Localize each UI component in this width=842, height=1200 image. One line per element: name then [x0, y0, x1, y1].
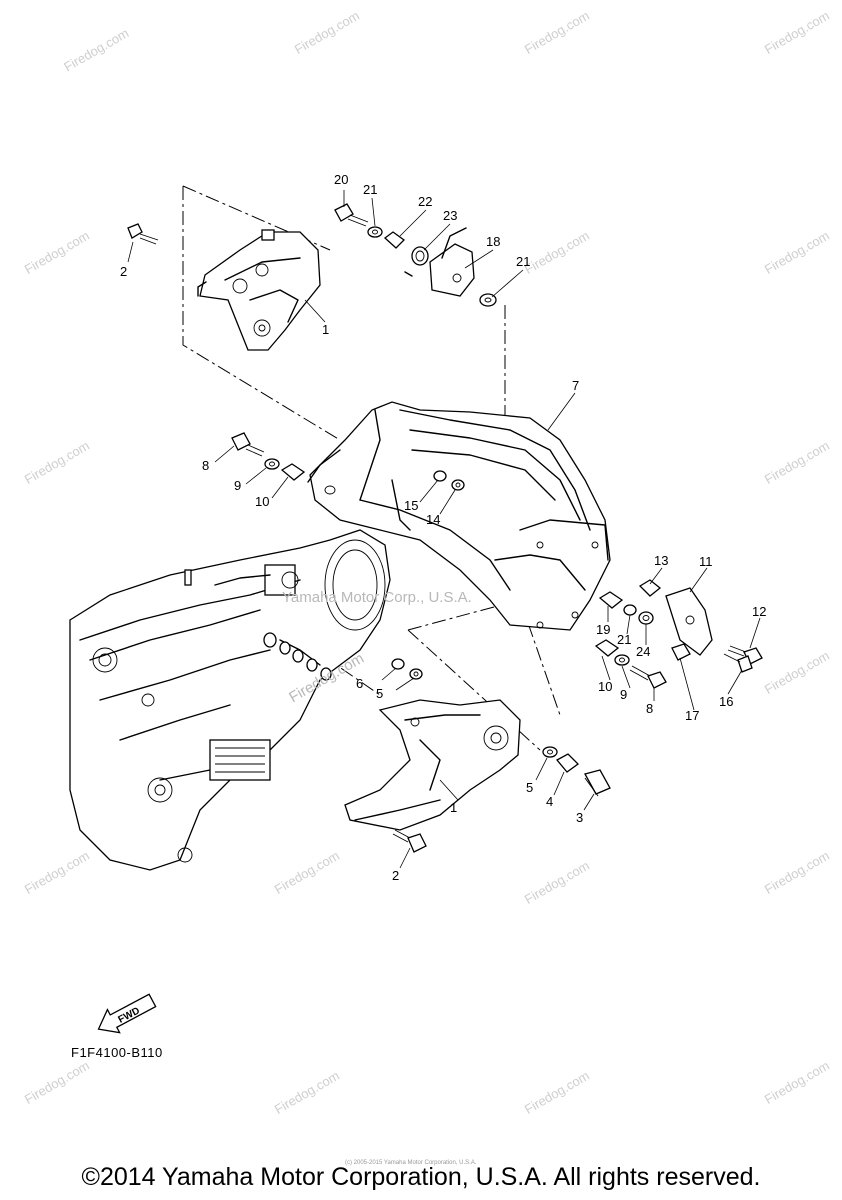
callout-1-lower: 1	[450, 800, 457, 815]
lower-bracket-hardware	[391, 658, 611, 853]
callout-2-lower: 2	[392, 868, 399, 883]
coupling-shaft	[263, 632, 332, 681]
callout-6: 6	[356, 676, 363, 691]
watermark-text: Firedog.com	[22, 438, 92, 487]
callout-7: 7	[572, 378, 579, 393]
watermark-text: Firedog.com	[272, 1068, 342, 1117]
watermark-text: Firedog.com	[292, 8, 362, 57]
callout-5-lower: 5	[526, 780, 533, 795]
center-watermark: Yamaha Motor Corp., U.S.A.	[282, 589, 472, 606]
lower-engine-mount-bracket	[344, 699, 521, 831]
callout-3: 3	[576, 810, 583, 825]
watermark-text: Firedog.com	[522, 858, 592, 907]
watermark-text: Firedog.com	[61, 25, 131, 74]
watermark-text: Firedog.com	[22, 228, 92, 277]
nozzle-hardware-right	[594, 579, 763, 689]
diagram-code: F1F4100-B110	[71, 1045, 163, 1060]
callout-15: 15	[404, 498, 418, 513]
watermark-text: Firedog.com	[272, 848, 342, 897]
callout-21b: 21	[516, 254, 530, 269]
upper-engine-mount-bracket	[197, 229, 321, 351]
callout-19: 19	[596, 622, 610, 637]
callout-22: 22	[418, 194, 432, 209]
callout-9-right: 9	[620, 687, 627, 702]
callout-24: 24	[636, 644, 650, 659]
callout-21c: 21	[617, 632, 631, 647]
callout-18: 18	[486, 234, 500, 249]
callout-4: 4	[546, 794, 553, 809]
tiny-copyright-note: (c) 2005-2015 Yamaha Motor Corporation, …	[345, 1160, 477, 1166]
callout-2-top: 2	[120, 264, 127, 279]
callout-10-left: 10	[255, 494, 269, 509]
watermark-text: Firedog.com	[22, 1058, 92, 1107]
callout-11: 11	[699, 554, 713, 569]
callout-leaders	[127, 190, 761, 869]
fwd-label: FWD	[117, 1005, 142, 1025]
callout-10-right: 10	[598, 679, 612, 694]
callout-14: 14	[426, 512, 440, 527]
copyright-notice: ©2014 Yamaha Motor Corporation, U.S.A. A…	[81, 1163, 761, 1191]
callout-9-left: 9	[234, 478, 241, 493]
watermark-text: Firedog.com	[762, 228, 832, 277]
watermark-text: Firedog.com	[522, 8, 592, 57]
callout-21: 21	[363, 182, 377, 197]
fwd-arrow-icon: FWD	[97, 993, 157, 1034]
watermark-text: Firedog.com	[522, 228, 592, 277]
watermark-text: Firedog.com	[762, 8, 832, 57]
callout-20: 20	[334, 172, 348, 187]
watermark-text: Firedog.com	[762, 438, 832, 487]
bolt-2-top	[127, 223, 159, 245]
callout-1-top: 1	[322, 322, 329, 337]
callout-8-left: 8	[202, 458, 209, 473]
nozzle-hardware-left	[231, 432, 465, 491]
watermark-text: Firedog.com	[762, 1058, 832, 1107]
engine-block	[69, 529, 391, 871]
watermark-text: Firedog.com	[522, 1068, 592, 1117]
callout-12: 12	[752, 604, 766, 619]
callout-5-upper: 5	[376, 686, 383, 701]
jet-pump-housing	[307, 401, 611, 631]
callout-17: 17	[685, 708, 699, 723]
callout-16: 16	[719, 694, 733, 709]
watermark-text: Firedog.com	[22, 848, 92, 897]
callout-8-right: 8	[646, 701, 653, 716]
callout-labels: 20 21 22 23 18 21 2 1 7 8 9 10 15 14 13 …	[120, 172, 766, 883]
callout-23: 23	[443, 208, 457, 223]
watermark-text: Firedog.com	[762, 848, 832, 897]
bracket-hardware-top	[334, 203, 497, 307]
callout-13: 13	[654, 553, 668, 568]
watermark-text: Firedog.com	[762, 648, 832, 697]
